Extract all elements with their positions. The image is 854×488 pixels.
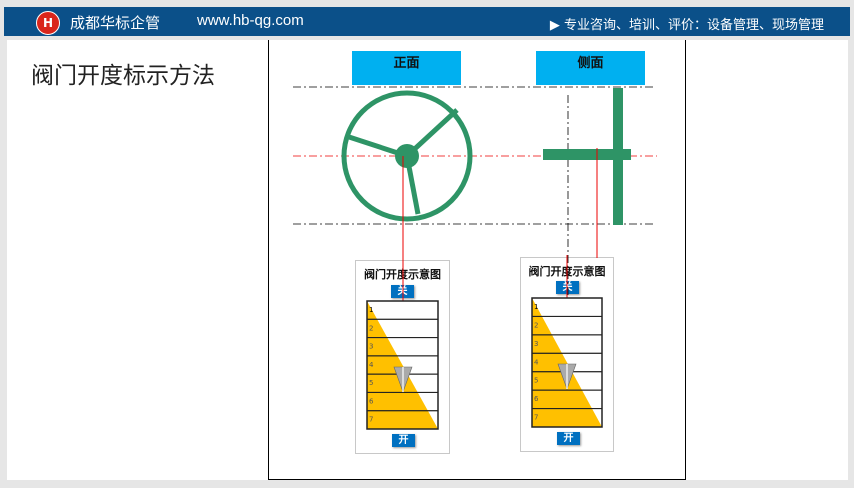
- scale-row-label: 7: [534, 414, 538, 422]
- front-view-label: 正面: [352, 51, 461, 85]
- scale-row-label: 6: [534, 395, 539, 403]
- right-panel: [686, 40, 848, 480]
- page-title: 阀门开度标示方法: [31, 63, 215, 89]
- left-panel: 阀门开度标示方法: [7, 40, 268, 480]
- open-label: 开: [557, 432, 580, 445]
- opening-wedge: [367, 301, 438, 429]
- brand-name: 成都华标企管: [70, 14, 161, 32]
- scale-row-label: 4: [534, 358, 539, 366]
- scale-row-label: 1: [369, 306, 373, 314]
- handwheel-side: [543, 88, 631, 225]
- website-url[interactable]: www.hb-qg.com: [197, 12, 304, 29]
- logo-icon: H: [36, 11, 60, 35]
- header-bar: H 成都华标企管 www.hb-qg.com ▶ 专业咨询、培训、评价：设备管理…: [4, 7, 850, 36]
- scale-row-label: 6: [369, 397, 374, 405]
- handwheel-front: [341, 90, 473, 222]
- side-view-label: 侧面: [536, 51, 645, 85]
- scale-row-label: 5: [534, 377, 538, 385]
- scale-row-label: 3: [369, 343, 373, 351]
- scale-row-label: 7: [369, 416, 373, 424]
- opening-wedge: [532, 298, 602, 427]
- scale-row-label: 3: [534, 340, 538, 348]
- gauge-scale: 1 2 3 4 5 6 7: [366, 300, 439, 430]
- scale-row-label: 5: [369, 379, 373, 387]
- scale-row-label: 2: [369, 324, 373, 332]
- slogan: ▶ 专业咨询、培训、评价：设备管理、现场管理: [549, 18, 824, 33]
- open-label: 开: [392, 434, 415, 447]
- scale-row-label: 2: [534, 321, 538, 329]
- gauge-scale: 1 2 3 4 5 6 7: [531, 297, 603, 428]
- scale-row-label: 4: [369, 361, 374, 369]
- scale-row-label: 1: [534, 303, 538, 311]
